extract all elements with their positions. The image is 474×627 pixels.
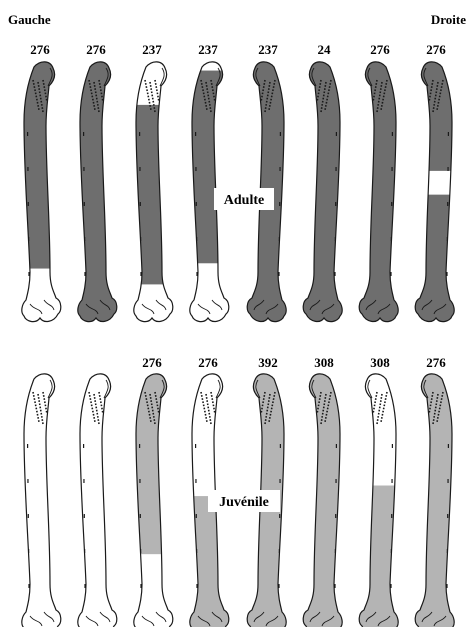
juvenile_row-count-label-4: 276	[198, 355, 218, 370]
adult_row-bone-7	[350, 60, 410, 324]
row-label-juvenile: Juvénile	[219, 495, 269, 510]
adult_row-count-label-8: 276	[426, 42, 446, 57]
adult_row-bone-8-coverage	[406, 60, 466, 171]
adult_row-bone-3-coverage	[122, 105, 182, 285]
juvenile_row-bone-3	[122, 372, 182, 627]
adult_row-bone-2-coverage	[66, 60, 126, 324]
juvenile_row-count-label-8: 276	[426, 355, 446, 370]
adult_row-count-label-4: 237	[198, 42, 218, 57]
side-label-right: Droite	[431, 12, 466, 27]
juvenile_row-count-label-5: 392	[258, 355, 278, 370]
side-label-left: Gauche	[8, 12, 51, 27]
adult_row-bone-4-coverage	[178, 71, 238, 264]
juvenile_row-bone-1	[22, 374, 61, 627]
adult_row-count-label-7: 276	[370, 42, 390, 57]
adult_row-count-label-3: 237	[142, 42, 162, 57]
juvenile_row-bone-4-coverage	[178, 496, 238, 627]
juvenile_row-count-label-7: 308	[370, 355, 390, 370]
adult-bone-row: 276 276 237 237 237 24 276 276	[10, 42, 466, 324]
juvenile_row-bone-7-coverage	[350, 486, 410, 627]
adult_row-bone-8	[406, 60, 466, 324]
adult_row-bone-6	[294, 60, 354, 324]
juvenile_row-bone-7	[350, 374, 410, 627]
juvenile_row-bone-3-coverage	[122, 372, 182, 554]
adult_row-count-label-5: 237	[258, 42, 278, 57]
adult_row-bone-6-coverage	[294, 60, 354, 324]
adult_row-bone-2	[66, 60, 126, 324]
juvenile_row-bone-6	[294, 372, 354, 627]
adult_row-bone-1	[10, 60, 70, 322]
juvenile_row-count-label-3: 276	[142, 355, 162, 370]
juvenile_row-count-label-6: 308	[314, 355, 334, 370]
adult_row-count-label-2: 276	[86, 42, 106, 57]
adult_row-count-label-1: 276	[30, 42, 50, 57]
juvenile_row-bone-2	[78, 374, 117, 627]
adult_row-bone-1-coverage	[10, 60, 70, 269]
row-label-adult: Adulte	[224, 193, 264, 208]
adult_row-bone-7-coverage	[350, 60, 410, 324]
adult_row-count-label-6: 24	[318, 42, 332, 57]
adult_row-bone-3	[122, 62, 182, 322]
juvenile_row-bone-8	[406, 372, 466, 627]
